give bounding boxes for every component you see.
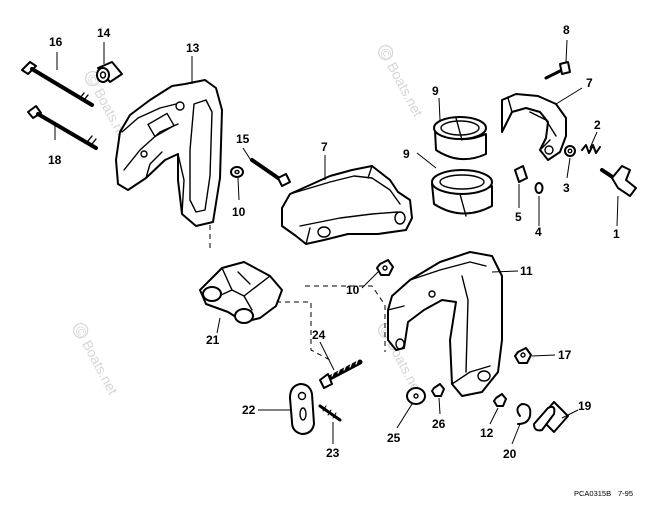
callout-21: 21 [206, 333, 220, 347]
part-25-washer [406, 387, 426, 405]
part-19-sleeve [533, 401, 569, 433]
part-13-swivel-bracket [115, 79, 223, 227]
part-11-bracket [387, 251, 503, 397]
callout-22: 22 [242, 403, 256, 417]
callout-10-upper: 10 [232, 205, 246, 219]
callout-20: 20 [503, 447, 517, 461]
callout-10-lower: 10 [346, 283, 360, 297]
watermark-text: Boats.net [384, 59, 426, 119]
callout-25: 25 [387, 431, 401, 445]
leader-lines [54, 39, 619, 445]
callout-13: 13 [186, 41, 200, 55]
part-22-lever [289, 383, 315, 435]
callout-9-upper: 9 [432, 84, 439, 98]
part-16-bolt [21, 61, 94, 107]
callout-23: 23 [326, 446, 340, 460]
part-9-sleeve-lower [431, 169, 493, 217]
part-24-threaded-rod [319, 358, 363, 389]
callout-12: 12 [480, 426, 494, 440]
drawing-code-text: PCA0315B [574, 489, 611, 498]
part-3-washer [564, 145, 576, 157]
callout-18: 18 [48, 153, 62, 167]
drawing-date-text: 7-95 [618, 489, 633, 498]
part-18-bolt [27, 105, 98, 150]
callout-9-lower: 9 [403, 147, 410, 161]
callout-14: 14 [97, 26, 111, 40]
assembly-dashed-line [305, 285, 386, 306]
callout-11: 11 [520, 264, 533, 278]
callout-15: 15 [236, 132, 250, 146]
part-7-clamp-bracket [501, 93, 567, 161]
part-1-thumb-screw [600, 165, 637, 197]
part-7-clamp-pad [281, 165, 413, 245]
callouts: 16 14 13 15 18 10 7 8 7 9 9 2 3 5 4 1 11… [48, 23, 620, 461]
part-5-block [514, 165, 528, 183]
part-12-nut [493, 393, 507, 407]
part-20-clip [516, 403, 532, 425]
callout-4: 4 [535, 225, 542, 239]
callout-7-bracket: 7 [586, 76, 593, 90]
part-9-sleeve-upper [433, 116, 487, 161]
part-21-bracket [199, 261, 283, 324]
callout-19: 19 [578, 399, 592, 413]
part-2-spring [581, 144, 601, 154]
callout-24: 24 [312, 328, 326, 342]
part-26-nut [431, 383, 445, 397]
callout-8: 8 [563, 23, 570, 37]
callout-5: 5 [515, 210, 522, 224]
watermark-text: Boats.net [79, 337, 121, 397]
part-10-washer [230, 166, 244, 178]
part-17-nut [514, 347, 532, 364]
callout-26: 26 [432, 417, 446, 431]
callout-16: 16 [49, 35, 63, 49]
callout-7-pad: 7 [321, 140, 328, 154]
part-4-o-ring [534, 182, 544, 194]
part-15-bolt [250, 158, 291, 187]
part-23-pin [318, 404, 342, 422]
part-8-screw [544, 61, 571, 80]
callout-3: 3 [563, 181, 570, 195]
part-10-nut [376, 259, 394, 276]
part-14-bushing [96, 61, 123, 83]
callout-17: 17 [558, 348, 572, 362]
callout-1: 1 [613, 227, 620, 241]
drawing-code: PCA0315B 7-95 [574, 489, 633, 498]
assembly-dashed-line [276, 301, 331, 361]
callout-2: 2 [594, 118, 601, 132]
